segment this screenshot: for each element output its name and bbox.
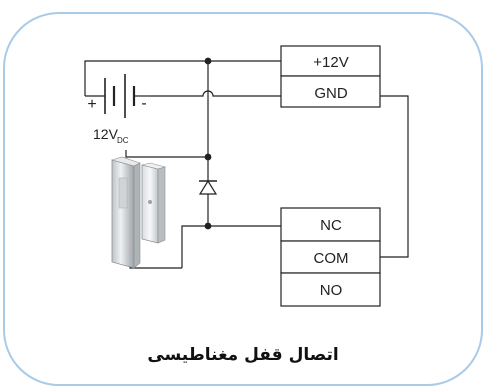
wires <box>84 60 409 269</box>
magnetic-lock-image <box>110 156 167 269</box>
battery-minus-sign: - <box>141 95 146 112</box>
diagram-caption: اتصال قفل مغناطیسی <box>147 345 339 365</box>
terminal-gnd-label: GND <box>314 85 348 102</box>
terminal-block-top: +12V GND <box>280 45 381 108</box>
battery-icon <box>85 74 150 118</box>
junction-dot-middle <box>204 153 212 161</box>
terminal-nc-label: NC <box>320 217 342 234</box>
terminal-com-label: COM <box>314 250 349 267</box>
terminal-no-label: NO <box>320 282 343 299</box>
battery-voltage-label: 12V <box>93 126 119 142</box>
terminal-block-bottom: NC COM NO <box>280 207 381 307</box>
junction-dot-bottom <box>204 222 212 230</box>
battery-plus-sign: + <box>87 96 96 113</box>
terminal-12v-label: +12V <box>313 54 348 71</box>
diode-icon <box>198 179 218 195</box>
frame-border <box>3 12 483 386</box>
battery-dc-subscript: DC <box>117 136 129 145</box>
junction-dot-top <box>204 57 212 65</box>
